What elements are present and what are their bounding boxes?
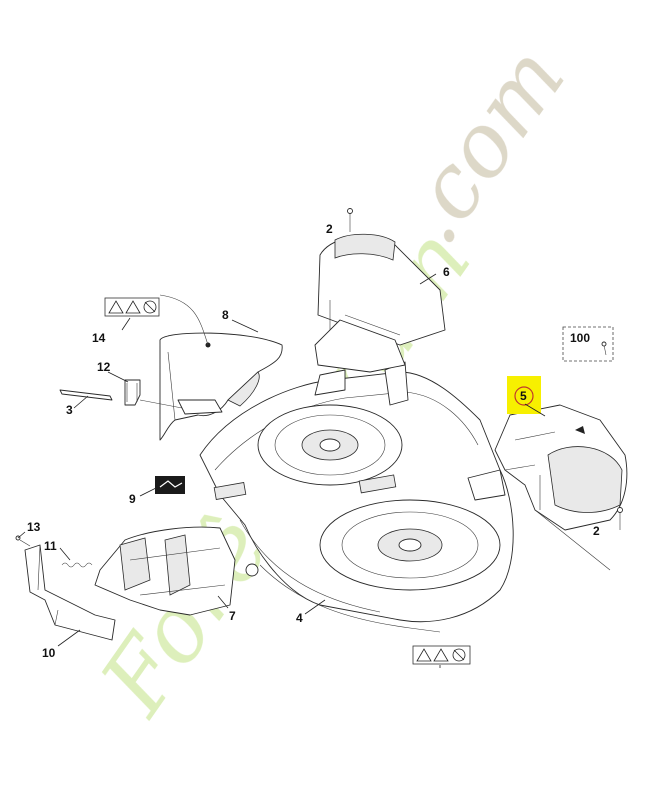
part-11-spring: [61, 562, 93, 568]
callout-8: 8: [222, 308, 229, 322]
decal-9: [155, 476, 185, 494]
part-7-chute: [94, 526, 259, 616]
callout-14: 14: [92, 331, 106, 345]
callout-2-right: 2: [593, 524, 600, 538]
callout-3: 3: [66, 403, 73, 417]
callout-2-top: 2: [326, 222, 333, 236]
callout-5: 5: [520, 389, 527, 403]
highlight-5: [507, 376, 541, 414]
leader-lines: [17, 273, 546, 668]
part-12-bracket: [59, 379, 223, 415]
warning-label-4: [412, 645, 471, 665]
kit-100-box: [562, 326, 614, 362]
callout-12: 12: [97, 360, 111, 374]
mower-deck: [199, 361, 514, 633]
callout-6: 6: [443, 265, 450, 279]
part-5-cover: [467, 404, 628, 571]
callout-11: 11: [44, 539, 57, 553]
callout-7: 7: [229, 609, 236, 623]
part-6-cover: [314, 208, 446, 373]
callout-9: 9: [129, 492, 136, 506]
part-10-plate: [15, 535, 116, 641]
warning-label-14: [104, 297, 160, 317]
callouts: 2 6 8 14 12 3 100 5 9 2 13 11 7 4 10: [27, 222, 600, 660]
callout-100: 100: [570, 331, 590, 345]
callout-10: 10: [42, 646, 56, 660]
callout-4: 4: [296, 611, 303, 625]
callout-13: 13: [27, 520, 41, 534]
